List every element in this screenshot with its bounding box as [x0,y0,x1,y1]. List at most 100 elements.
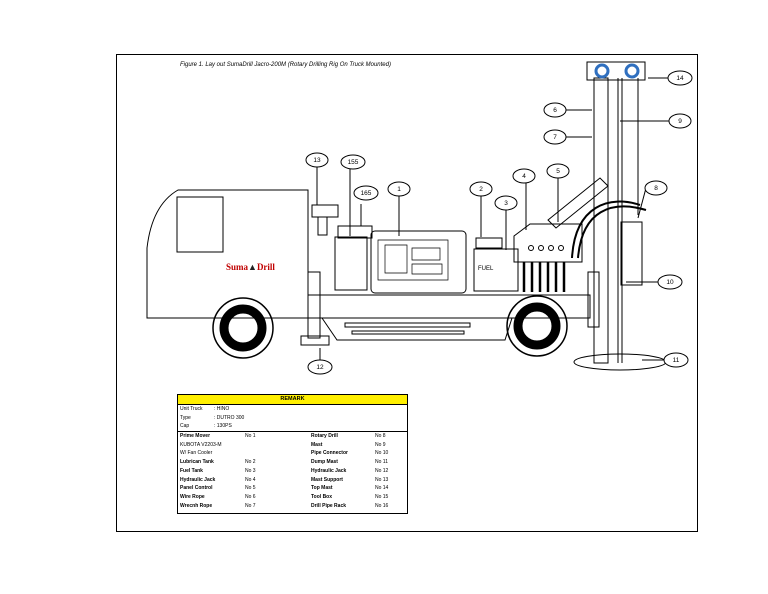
engine-detail [377,239,449,281]
prime-mover [370,230,467,294]
pipe-rack-bar-2 [351,330,465,335]
rear-wheel [506,295,568,357]
callout-165: 165 [361,190,372,197]
callout-7: 7 [553,134,557,141]
part-label: Rotary Drill [311,433,338,440]
part-row: KUBOTA V2203-M Mast No 9 [178,441,407,450]
part-label: Prime Mover [180,433,211,440]
callout-9: 9 [678,118,682,125]
part-label: Mast [311,441,323,448]
callout-10: 10 [666,279,674,286]
pipe-rack-bar-1 [344,322,471,328]
part-label: Top Mast [311,485,333,492]
hydraulic-valves [522,262,566,292]
mast-support [311,204,339,218]
part-number: No 7 [245,502,256,509]
truck-cab [146,189,309,319]
callout-5: 5 [556,168,560,175]
part-row: Wrecnh Rope No 7 Drill Pipe Rack No 16 [178,502,407,511]
part-number: No 13 [375,476,389,483]
callout-11: 11 [673,357,680,364]
truck-spec-row: Unit Truck : HINO [178,405,407,414]
callout-6: 6 [553,107,557,114]
panel-control [513,223,583,263]
truck-spec-value: : 130PS [214,423,232,430]
top-pulley-1 [594,63,610,79]
part-label: Fuel Tank [180,467,203,474]
part-label: Dump Mast [311,459,338,466]
part-label: Drill Pipe Rack [311,502,347,509]
lubricant-tank [475,237,503,249]
part-number: No 14 [375,485,389,492]
mast-support-post [317,216,328,236]
part-row: Wire Rope No 6 Tool Box No 15 [178,493,407,502]
truck-spec-label: Unit Truck [180,406,203,412]
tool-box [334,236,368,291]
part-number: No 12 [375,467,389,474]
part-number: No 11 [375,459,388,466]
part-label: KUBOTA V2203-M [180,441,222,448]
rotary-drill [620,221,643,286]
part-label: Mast Support [311,476,343,483]
truck-spec-row: Type : DUTRO 300 [178,414,407,423]
drill-bit-icon: ▲ [248,262,257,272]
remark-title: REMARK [178,395,407,405]
callout-8: 8 [654,185,658,192]
callout-13: 13 [313,157,321,164]
truck-spec-label: Cap [180,423,190,430]
part-number: No 9 [375,441,386,448]
sumadrill-logo: Suma▲Drill [226,262,275,272]
gauge-3 [548,245,554,251]
mast [593,77,609,364]
top-pulley-2 [624,63,640,79]
truck-spec-row: Cap : 130PS [178,422,407,431]
part-label: Pipe Connector [311,450,348,457]
part-label: Hydraulic Jack [311,467,347,474]
hydraulic-hose [571,200,641,259]
dump-jack-arm [547,177,609,229]
part-row: Fuel Tank No 3 Hydraulic Jack No 12 [178,467,407,476]
fuel-tank [473,248,519,292]
part-number: No 15 [375,493,389,500]
pipe-rack [337,225,373,239]
gauge-4 [558,245,564,251]
callout-12: 12 [316,364,324,371]
part-number: No 2 [245,459,256,466]
rear-jack [587,271,600,328]
rear-wheel-inner [513,302,561,350]
callout-14: 14 [676,75,684,82]
truck-spec-value: : DUTRO 300 [214,414,245,421]
part-label: Panel Control [180,485,213,492]
front-wheel [212,297,274,359]
part-number: No 4 [245,476,256,483]
part-number: No 5 [245,485,256,492]
part-number: No 6 [245,493,256,500]
truck-spec-value: : HINO [214,406,230,412]
part-row: W/ Fan Cooler Pipe Connector No 10 [178,449,407,458]
part-label: W/ Fan Cooler [180,450,213,457]
part-row: Panel Control No 5 Top Mast No 14 [178,484,407,493]
part-number: No 10 [375,450,389,457]
mast-base [573,353,667,371]
fuel-label: FUEL [478,266,494,272]
hydraulic-hose-2 [577,205,647,259]
part-label: Tool Box [311,493,333,500]
part-number: No 1 [245,433,256,440]
part-number: No 16 [375,502,389,509]
callout-3: 3 [504,200,508,207]
truck-spec-label: Type [180,414,191,421]
callout-4: 4 [522,173,526,180]
lower-skirt [321,317,513,341]
figure-frame [116,54,698,532]
part-label: Wire Rope [180,493,205,500]
gauge-1 [528,245,534,251]
part-number: No 3 [245,467,256,474]
cab-window [176,196,224,253]
callout-155: 155 [348,159,359,166]
part-label: Wrecnh Rope [180,502,213,509]
